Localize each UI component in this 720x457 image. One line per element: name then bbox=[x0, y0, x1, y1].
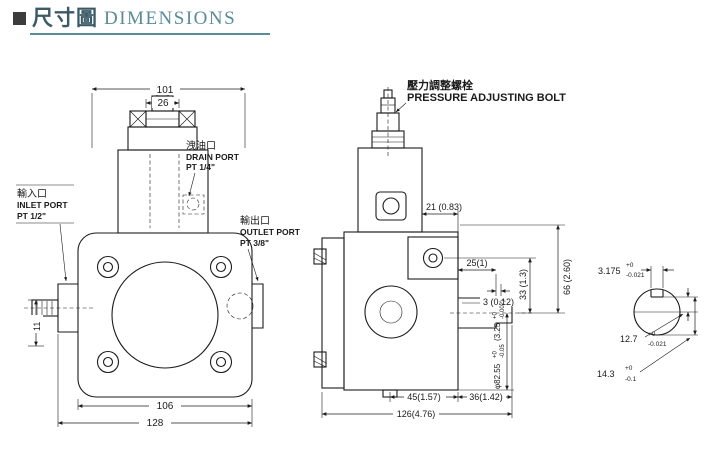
outlet-port-name: OUTLET PORT bbox=[240, 227, 301, 237]
key-depth-mm: 12.7 bbox=[620, 334, 638, 344]
dim-45: 45(1.57) bbox=[389, 391, 459, 402]
outlet-boss bbox=[226, 283, 264, 329]
pilot-dia-mm-tol-bot: -0.05 bbox=[500, 344, 506, 358]
inlet-port-label: 輸入口 INLET PORT PT 1/2" bbox=[16, 184, 74, 282]
shaft-detail: 3.175 +0 -0.021 12.7 +0 -0.021 14.3 +0 -… bbox=[597, 262, 698, 383]
drain-port-name: DRAIN PORT bbox=[186, 152, 240, 162]
dim-3: 3 (0.12) bbox=[480, 284, 516, 307]
dim-126: 126(4.76) bbox=[321, 392, 512, 420]
page-title-cjk: 尺寸圖 bbox=[32, 7, 98, 30]
dim-66-label: 66 (2.60) bbox=[562, 259, 572, 295]
dim-26-label: 26 bbox=[157, 98, 169, 109]
dim-106-label: 106 bbox=[157, 401, 174, 412]
section-bullet-icon bbox=[13, 12, 26, 25]
dim-66: 66 (2.60) bbox=[460, 224, 572, 314]
shaft-flat-mm: 14.3 bbox=[597, 369, 615, 379]
drain-port-hidden bbox=[182, 194, 205, 215]
outlet-port-cjk: 輸出口 bbox=[240, 214, 270, 227]
title-underline bbox=[30, 33, 270, 35]
pressure-bolt-name: PRESSURE ADJUSTING BOLT bbox=[407, 92, 566, 104]
outlet-port-size: PT 3/8" bbox=[240, 238, 269, 248]
mounting-plate bbox=[313, 237, 345, 389]
shaft-flat-tol-bot: -0.1 bbox=[625, 376, 637, 383]
dim-26: 26 bbox=[145, 97, 180, 109]
page-header: 尺寸圖 DIMENSIONS bbox=[13, 8, 236, 29]
pump-body-side bbox=[343, 147, 459, 398]
dim-25: 25(1) bbox=[458, 258, 497, 297]
front-view: 101 26 11 bbox=[16, 83, 301, 429]
inlet-boss bbox=[24, 283, 95, 333]
side-view: 壓力調整螺栓 PRESSURE ADJUSTING BOLT 21 (0.83)… bbox=[313, 78, 572, 420]
drain-port-size: PT 1/4" bbox=[186, 162, 215, 172]
dim-key-depth: 12.7 +0 -0.021 bbox=[620, 288, 690, 348]
key-depth-tol-top: +0 bbox=[648, 331, 656, 338]
dim-33: 33 (1.3) bbox=[444, 257, 536, 313]
dim-11: 11 bbox=[28, 299, 44, 347]
key-width-mm: 3.175 bbox=[598, 266, 621, 276]
dim-45-label: 45(1.57) bbox=[407, 392, 441, 402]
dim-101: 101 bbox=[91, 83, 246, 148]
page-title-en: DIMENSIONS bbox=[104, 8, 237, 29]
dim-21-label: 21 (0.83) bbox=[426, 202, 462, 212]
dim-36: 36(1.42) bbox=[458, 325, 513, 418]
dim-25-label: 25(1) bbox=[466, 258, 487, 268]
dim-shaft-flat: 14.3 +0 -0.1 bbox=[597, 297, 697, 383]
inlet-port-name: INLET PORT bbox=[17, 200, 68, 210]
seal-cap-right bbox=[178, 110, 196, 128]
dim-key-width: 3.175 +0 -0.021 bbox=[598, 262, 674, 288]
inlet-port-size: PT 1/2" bbox=[17, 211, 46, 221]
pilot-dia-inch-tol-bot: -0.002) bbox=[500, 300, 506, 319]
key-depth-tol-bot: -0.021 bbox=[648, 341, 667, 348]
dim-pilot-dia: φ82.55 +0 -0.05 (3.25 +0 -0.002) bbox=[458, 300, 514, 391]
pressure-bolt-cjk: 壓力調整螺栓 bbox=[407, 78, 473, 92]
shaft-flat-tol-top: +0 bbox=[625, 365, 633, 372]
adjusting-bolt bbox=[371, 87, 405, 158]
pilot-dia-mm-tol-top: +0 bbox=[493, 350, 499, 358]
dim-36-label: 36(1.42) bbox=[469, 392, 503, 402]
pressure-bolt-label: 壓力調整螺栓 PRESSURE ADJUSTING BOLT bbox=[395, 78, 566, 113]
keyway bbox=[650, 290, 664, 298]
dim-3-label: 3 (0.12) bbox=[483, 297, 514, 307]
mounting-holes bbox=[96, 255, 233, 374]
dim-21: 21 (0.83) bbox=[421, 202, 462, 233]
key-width-tol-bot: -0.021 bbox=[626, 272, 645, 279]
drain-port-label: 洩油口 DRAIN PORT PT 1/4" bbox=[186, 139, 240, 197]
pilot-dia-mm: φ82.55 bbox=[493, 363, 502, 389]
dim-106: 106 bbox=[77, 399, 253, 412]
outlet-port-label: 輸出口 OUTLET PORT PT 3/8" bbox=[240, 214, 301, 282]
drain-port-cjk: 洩油口 bbox=[186, 139, 216, 152]
dim-128-label: 128 bbox=[147, 418, 164, 429]
dim-128: 128 bbox=[57, 334, 253, 429]
inlet-port-cjk: 輸入口 bbox=[17, 187, 47, 200]
pilot-dia-inch-tol-top: +0 bbox=[493, 311, 499, 319]
pilot-dia-inch: (3.25 bbox=[493, 322, 502, 341]
key-width-tol-top: +0 bbox=[626, 262, 634, 269]
dim-33-label: 33 (1.3) bbox=[518, 269, 528, 300]
dim-11-label: 11 bbox=[32, 322, 42, 331]
dim-101-label: 101 bbox=[157, 85, 174, 96]
dim-126-label: 126(4.76) bbox=[397, 409, 436, 419]
center-bore bbox=[111, 261, 219, 369]
seal-cap-left bbox=[129, 110, 147, 128]
